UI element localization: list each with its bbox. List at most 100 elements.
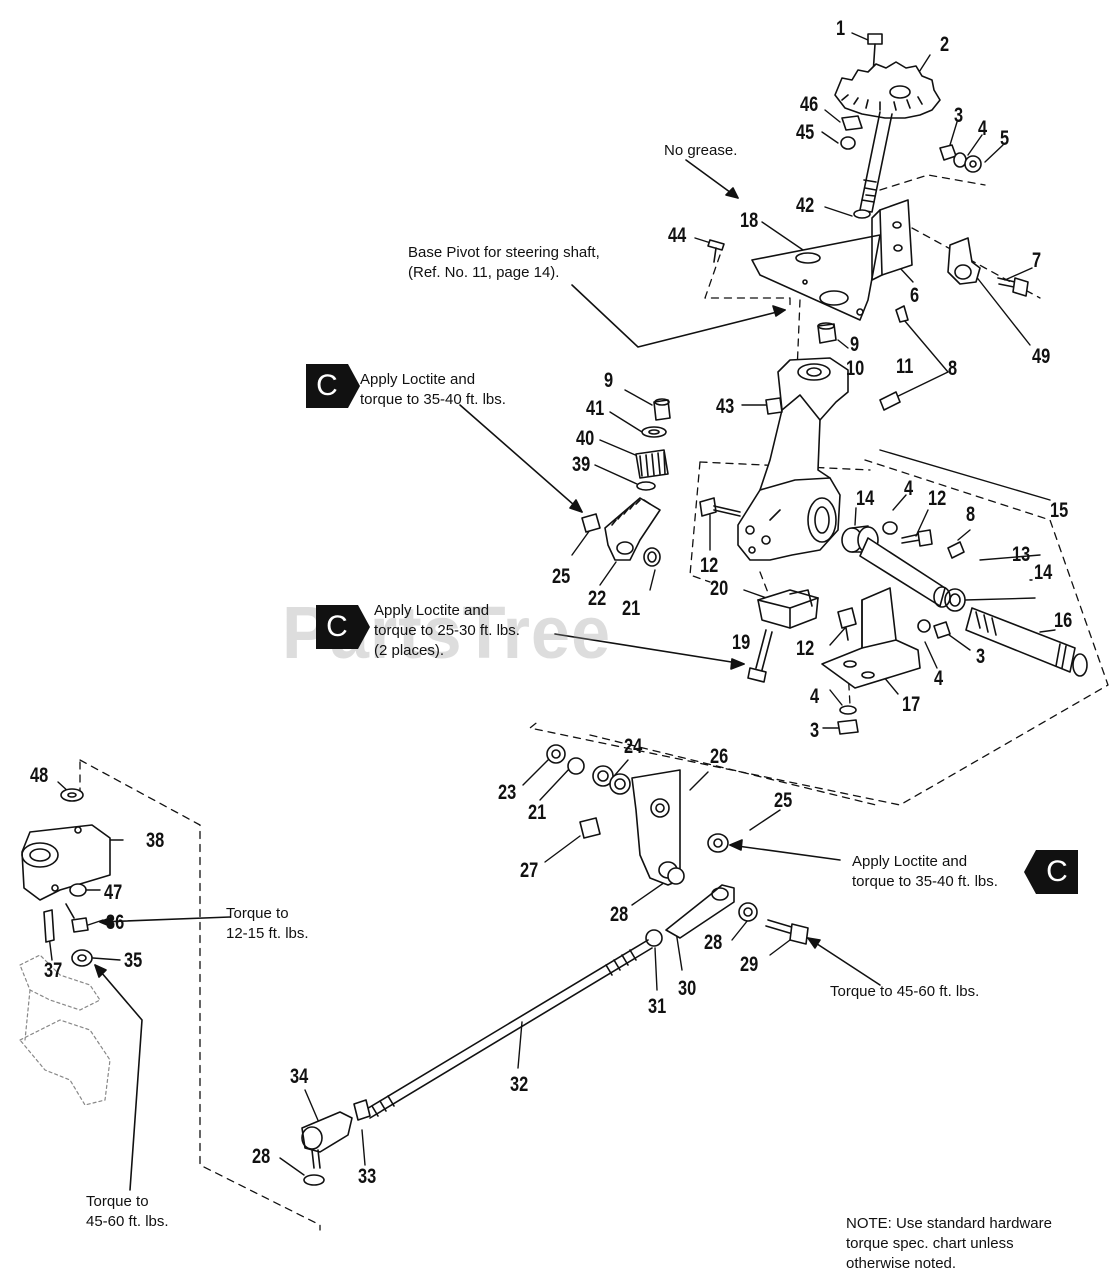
washer-part-28-mid	[667, 867, 685, 885]
part-number-42: 42	[796, 194, 815, 217]
note-loctite-top-line1: Apply Loctite and	[360, 371, 476, 388]
tie-rod-part-32	[364, 939, 653, 1119]
bushing-part-9-left	[653, 398, 671, 421]
part-number-3-right: 3	[976, 645, 986, 668]
nut-part-25-lower	[707, 833, 729, 853]
block-part-20	[757, 589, 819, 629]
part-number-37: 37	[44, 959, 63, 982]
washer-part-42	[853, 209, 871, 219]
nut-part-25-top	[581, 513, 601, 533]
part-number-28-right: 28	[704, 931, 723, 954]
bolt-part-29	[765, 919, 809, 945]
part-number-1: 1	[836, 17, 846, 40]
part-number-46: 46	[800, 93, 819, 116]
fitting-part-8-mid	[879, 391, 901, 411]
nut-part-27	[579, 817, 601, 839]
bushing-part-14-lower	[944, 588, 966, 612]
part-number-2: 2	[940, 33, 950, 56]
sector-gear-part-22	[604, 497, 661, 561]
callout-badge-c-top: C	[306, 364, 348, 408]
part-number-17: 17	[902, 693, 921, 716]
footnote-line1: NOTE: Use standard hardware	[846, 1215, 1052, 1232]
part-number-4-lower: 4	[810, 685, 820, 708]
bolt-part-12-lower	[837, 607, 857, 641]
callout-arrow-right	[1024, 850, 1036, 894]
plate-part-18	[751, 234, 881, 321]
part-number-3-top: 3	[954, 104, 964, 127]
part-number-39: 39	[572, 453, 591, 476]
part-number-14-right: 14	[1034, 561, 1053, 584]
part-number-28-mid: 28	[610, 903, 629, 926]
steering-casting-part-10	[737, 357, 849, 561]
bushing-part-9-top	[817, 322, 837, 344]
note-torque-45-60-left-line2: 45-60 ft. lbs.	[86, 1213, 169, 1230]
part-number-14-top: 14	[856, 487, 875, 510]
washer-part-4-right	[917, 619, 931, 633]
washer-part-39	[636, 481, 656, 491]
bushing-part-21-lower	[567, 757, 585, 775]
part-number-34: 34	[290, 1065, 309, 1088]
part-number-30: 30	[678, 977, 697, 1000]
part-number-26: 26	[710, 745, 729, 768]
nut-part-43	[765, 397, 783, 415]
part-number-12-lower: 12	[796, 637, 815, 660]
note-torque-12-15-line1: Torque to	[226, 905, 289, 922]
washer-part-23	[546, 744, 566, 764]
key-part-37	[43, 909, 55, 943]
part-number-12-mid: 12	[928, 487, 947, 510]
note-loctite-mid-line3: (2 places).	[374, 642, 445, 659]
part-number-24: 24	[624, 735, 643, 758]
part-number-23: 23	[498, 781, 517, 804]
bolt-part-7	[997, 277, 1029, 297]
part-number-15: 15	[1050, 499, 1069, 522]
note-loctite-right-line1: Apply Loctite and	[852, 853, 968, 870]
spindle-ghost	[19, 954, 111, 1106]
bolt-part-12-mid	[901, 529, 933, 547]
note-loctite-top-line2: torque to 35-40 ft. lbs.	[360, 391, 506, 408]
part-number-8-top: 8	[948, 357, 958, 380]
nut-part-33	[353, 1099, 371, 1121]
washer-part-48	[60, 788, 84, 802]
part-number-47: 47	[104, 881, 123, 904]
callout-badge-c-right: C	[1036, 850, 1078, 894]
part-number-3-lower: 3	[810, 719, 820, 742]
note-arrows	[94, 159, 881, 1191]
bracket-part-6	[871, 199, 913, 281]
part-number-25-top: 25	[552, 565, 571, 588]
bolt-part-44	[707, 239, 725, 263]
washer-part-28-right	[738, 902, 758, 922]
part-number-25-lower: 25	[774, 789, 793, 812]
part-number-31: 31	[648, 995, 667, 1018]
part-number-49: 49	[1032, 345, 1051, 368]
tube-part-13	[859, 537, 951, 608]
part-number-19: 19	[732, 631, 751, 654]
part-number-36: 36	[106, 911, 125, 934]
part-number-8-right: 8	[966, 503, 976, 526]
callout-badge-c-mid: C	[316, 605, 358, 649]
part-number-29: 29	[740, 953, 759, 976]
ball-joint-part-34	[301, 1111, 353, 1169]
callout-arrow-top	[348, 364, 360, 408]
bolt-part-36	[65, 903, 89, 933]
nut-part-35	[71, 949, 93, 967]
part-number-4-mid: 4	[904, 477, 914, 500]
part-number-10: 10	[846, 357, 865, 380]
note-torque-45-60-right: Torque to 45-60 ft. lbs.	[830, 983, 980, 1000]
part-number-4-top: 4	[978, 117, 988, 140]
ball-joint-part-30	[665, 884, 735, 939]
leader-lines	[47, 32, 1056, 1176]
note-loctite-mid-line1: Apply Loctite and	[374, 602, 490, 619]
bolt-part-19	[747, 629, 773, 683]
nut-part-31	[645, 929, 663, 947]
steering-shaft	[859, 111, 893, 213]
shaft-part-16	[965, 607, 1088, 677]
washer-part-41	[641, 426, 667, 438]
callout-arrow-mid	[358, 605, 370, 649]
part-number-21-top: 21	[622, 597, 641, 620]
note-loctite-right-line2: torque to 35-40 ft. lbs.	[852, 873, 998, 890]
part-number-35: 35	[124, 949, 143, 972]
part-number-11: 11	[896, 355, 914, 378]
washer-part-4-lower	[839, 705, 857, 715]
